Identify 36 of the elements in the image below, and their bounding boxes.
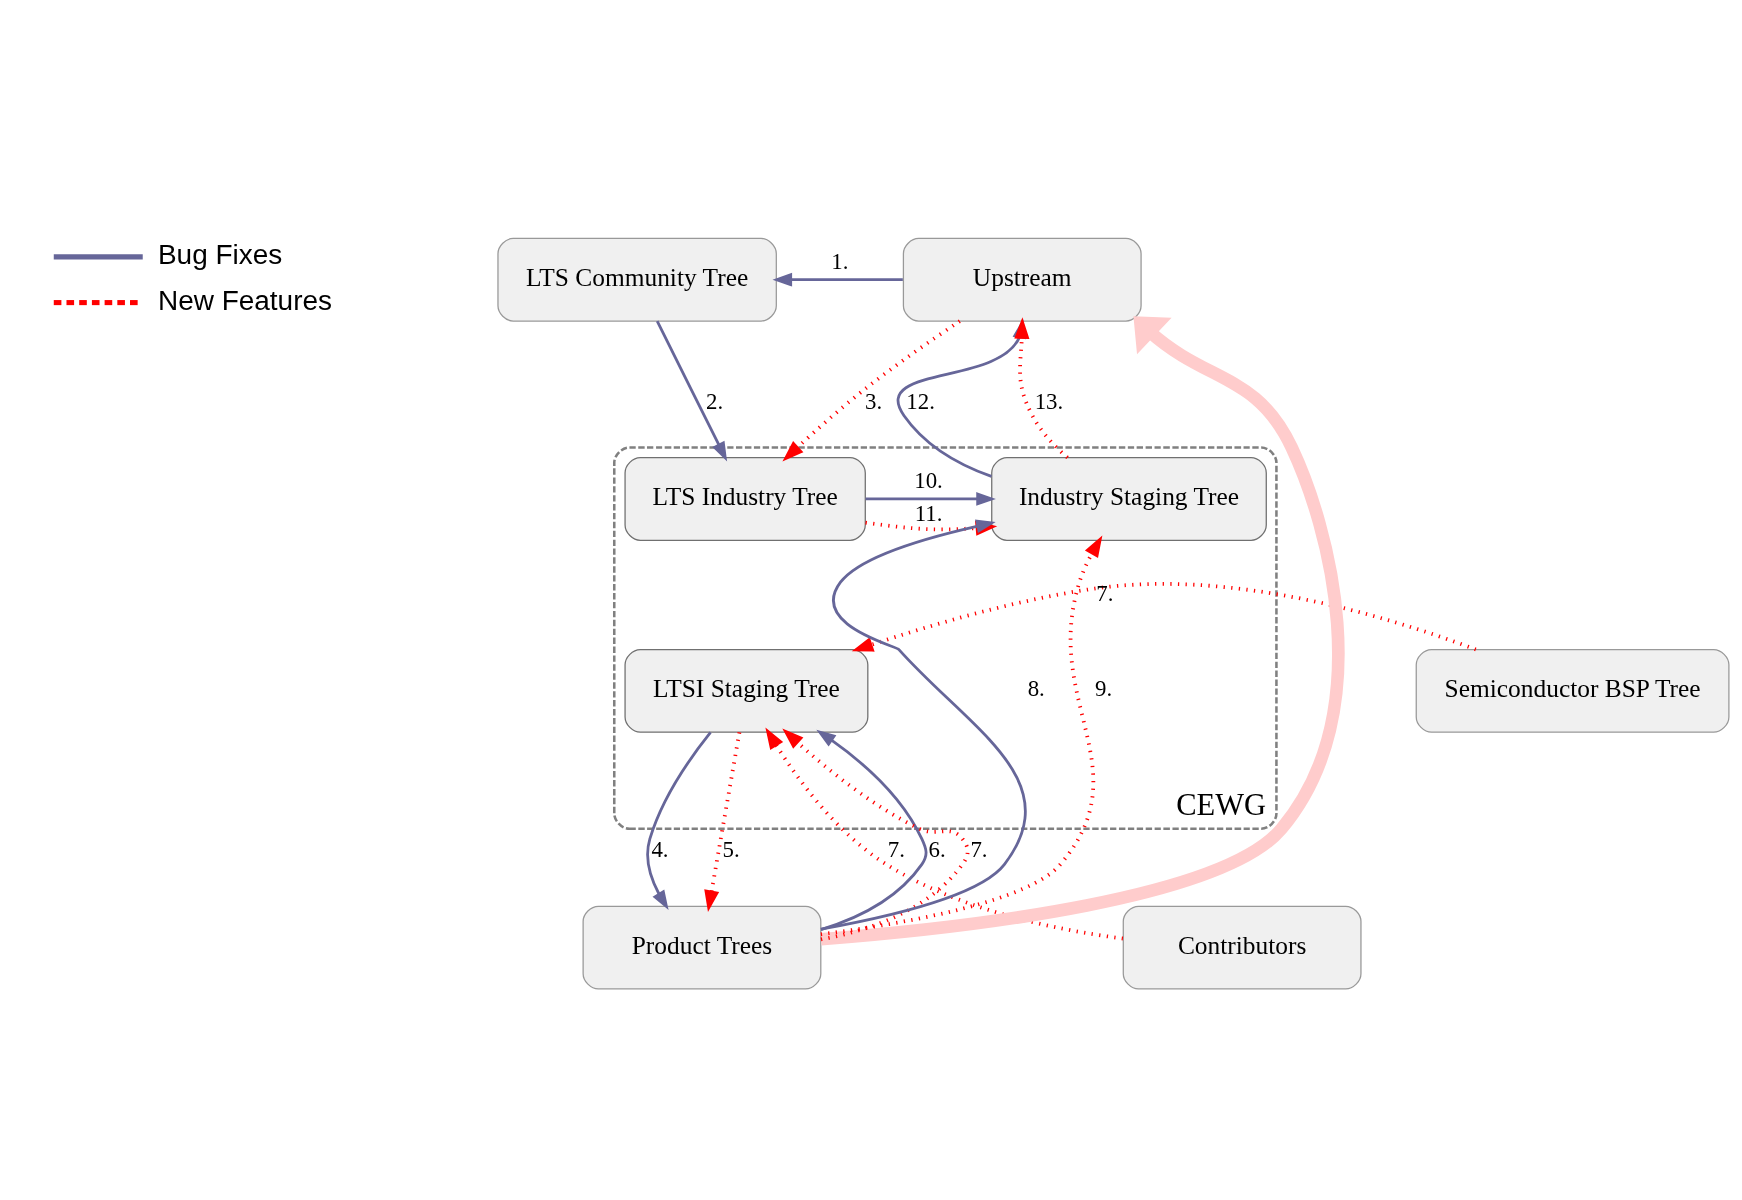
edge-label: 1. — [831, 248, 849, 274]
arrow — [704, 732, 742, 912]
edge-label: 7. — [887, 837, 905, 863]
edge-label: 5. — [722, 837, 740, 863]
arrow — [816, 729, 928, 931]
arrow — [646, 731, 712, 910]
arrow — [851, 582, 1477, 652]
edge-label: 12. — [906, 388, 935, 414]
edge-label: 2. — [706, 388, 724, 414]
edge-label: 3. — [864, 388, 883, 414]
node-box: Upstream — [902, 237, 1142, 322]
arrow — [820, 535, 1103, 937]
edge-label: 13. — [1034, 388, 1064, 414]
edge-label: 4. — [651, 837, 669, 863]
arrow — [782, 728, 970, 942]
edge-label: 9. — [1095, 676, 1113, 702]
edge-label: 8. — [1027, 676, 1045, 702]
arrow — [865, 492, 996, 506]
arrow — [782, 319, 961, 462]
edge-label: 10. — [914, 468, 943, 494]
edge-label: 11. — [914, 501, 943, 527]
legend-label: Bug Fixes — [157, 238, 283, 270]
node-box: Semiconductor BSP Tree — [1415, 648, 1730, 733]
arrow — [772, 272, 903, 287]
edge-label: 7. — [1096, 580, 1114, 606]
node-box: LTSI Staging Tree — [624, 648, 869, 733]
node-box: Contributors — [1122, 905, 1362, 990]
node-box: Industry Staging Tree — [991, 457, 1267, 541]
arrow — [765, 727, 1124, 941]
node-box: LTS Industry Tree — [624, 457, 866, 541]
arrow — [655, 320, 728, 462]
node-box: Product Trees — [582, 905, 822, 990]
node-box: LTS Community Tree — [497, 237, 777, 322]
edge-label: 7. — [970, 837, 988, 863]
legend-label: New Features — [157, 284, 332, 316]
edge-label: 6. — [928, 837, 946, 863]
